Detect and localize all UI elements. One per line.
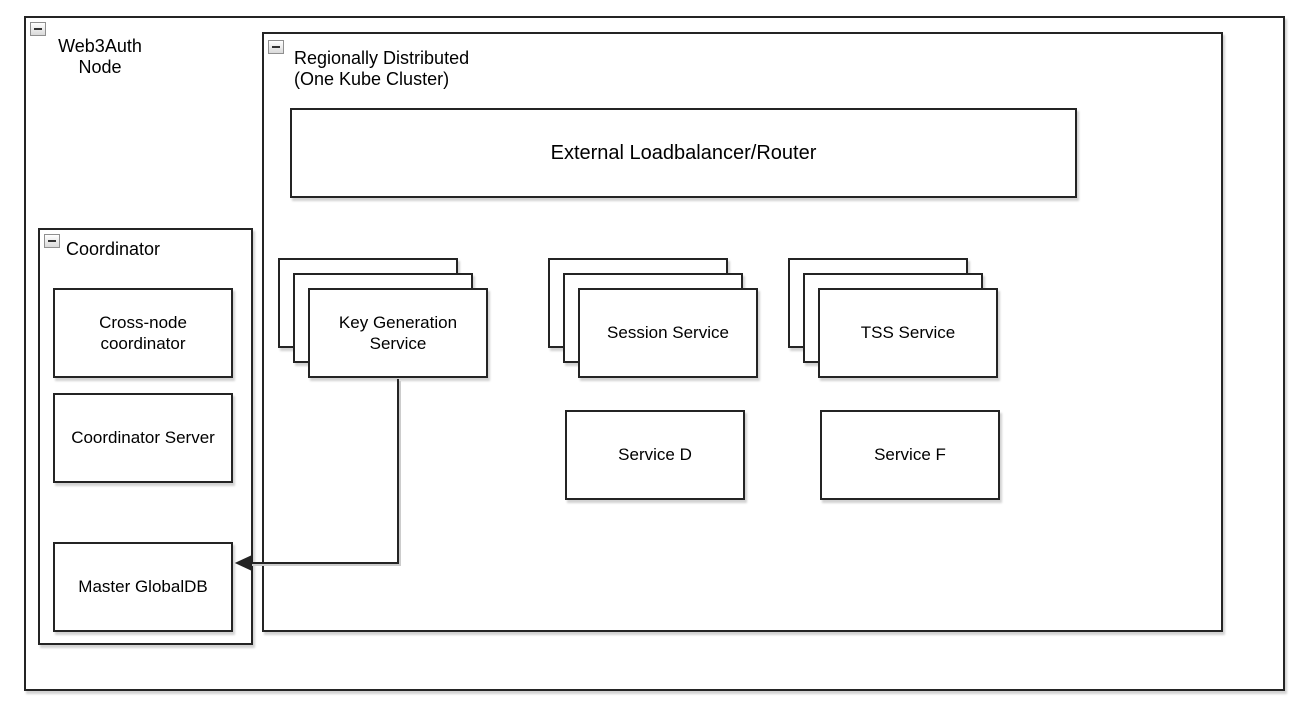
collapse-toggle-coordinator[interactable] (44, 234, 60, 248)
node-service-f-label: Service F (874, 445, 946, 465)
node-master-globaldb-label: Master GlobalDB (78, 577, 208, 597)
node-master-globaldb[interactable]: Master GlobalDB (53, 542, 233, 632)
collapse-toggle-regionally-distributed[interactable] (268, 40, 284, 54)
node-key-generation-service-label: Key Generation Service (338, 312, 458, 353)
collapse-toggle-web3auth[interactable] (30, 22, 46, 36)
minus-icon (272, 46, 280, 48)
stack-layer-front[interactable]: TSS Service (818, 288, 998, 378)
minus-icon (34, 28, 42, 30)
group-regionally-distributed-label: Regionally Distributed (One Kube Cluster… (294, 48, 470, 89)
node-session-service[interactable]: Session Service (548, 258, 760, 380)
node-cross-node-coordinator-label: Cross-node coordinator (99, 312, 187, 353)
node-key-generation-service[interactable]: Key Generation Service (278, 258, 490, 380)
node-tss-service-label: TSS Service (860, 323, 956, 343)
node-coordinator-server-label: Coordinator Server (71, 428, 215, 448)
node-external-loadbalancer-label: External Loadbalancer/Router (550, 141, 817, 164)
stack-layer-front[interactable]: Session Service (578, 288, 758, 378)
node-service-d[interactable]: Service D (565, 410, 745, 500)
stack-layer-front[interactable]: Key Generation Service (308, 288, 488, 378)
node-tss-service[interactable]: TSS Service (788, 258, 1000, 380)
group-coordinator-label: Coordinator (66, 239, 161, 259)
node-cross-node-coordinator[interactable]: Cross-node coordinator (53, 288, 233, 378)
node-coordinator-server[interactable]: Coordinator Server (53, 393, 233, 483)
group-web3auth-node-label: Web3Auth Node (58, 36, 142, 77)
node-service-f[interactable]: Service F (820, 410, 1000, 500)
node-session-service-label: Session Service (607, 323, 729, 343)
node-external-loadbalancer[interactable]: External Loadbalancer/Router (290, 108, 1077, 198)
minus-icon (48, 240, 56, 242)
node-service-d-label: Service D (618, 445, 692, 465)
